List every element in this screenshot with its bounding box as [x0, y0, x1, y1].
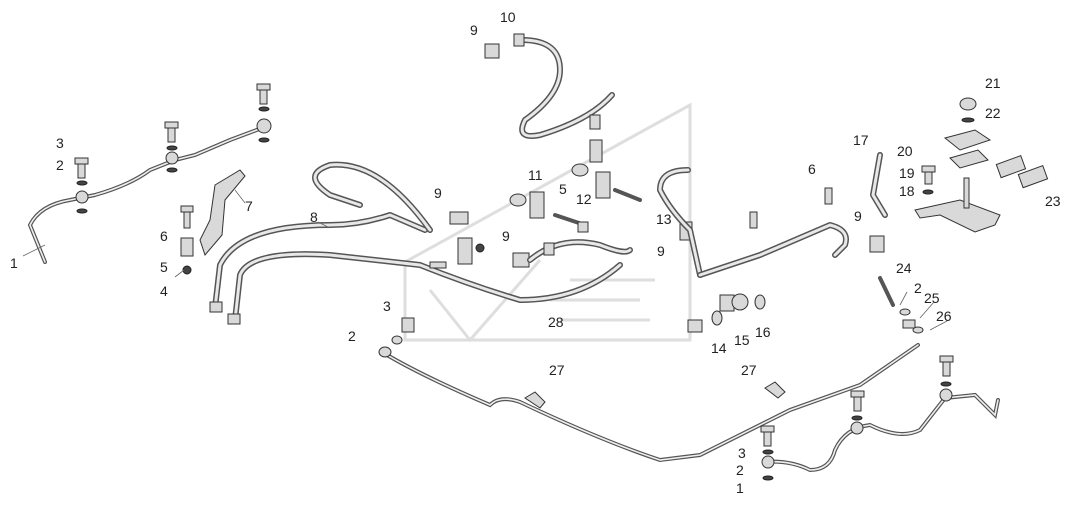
label-part-5: 5	[559, 181, 567, 197]
label-part-16: 16	[755, 324, 771, 340]
label-part-6: 6	[160, 228, 168, 244]
label-part-28: 28	[548, 314, 564, 330]
fittings-24-26	[878, 276, 924, 334]
bracket-7-group	[180, 169, 246, 275]
label-part-1: 1	[10, 255, 18, 271]
label-part-7: 7	[245, 198, 253, 214]
label-part-9: 9	[854, 208, 862, 224]
label-part-2: 2	[736, 462, 744, 478]
bottom-right-pipe	[760, 355, 1000, 481]
label-part-17: 17	[853, 132, 869, 148]
label-part-1: 1	[736, 480, 744, 496]
label-part-27: 27	[549, 362, 565, 378]
label-part-18: 18	[899, 183, 915, 199]
center-fittings	[429, 163, 693, 269]
label-part-9: 9	[657, 243, 665, 259]
label-part-6: 6	[808, 161, 816, 177]
label-part-24: 24	[896, 260, 912, 276]
right-pipe-assembly	[657, 167, 885, 333]
label-part-11: 11	[528, 167, 543, 183]
pipe-8	[209, 161, 623, 325]
label-part-2: 2	[348, 328, 356, 344]
label-part-21: 21	[985, 75, 1001, 91]
label-part-5: 5	[160, 259, 168, 275]
bolts-group-left	[74, 83, 271, 214]
label-part-9: 9	[502, 228, 510, 244]
label-part-10: 10	[500, 9, 516, 25]
label-part-3: 3	[738, 445, 746, 461]
label-part-22: 22	[985, 105, 1001, 121]
label-part-9: 9	[434, 185, 442, 201]
label-part-26: 26	[936, 308, 952, 324]
label-part-20: 20	[897, 143, 913, 159]
label-part-12: 12	[576, 191, 592, 207]
label-part-3: 3	[56, 135, 64, 151]
label-part-23: 23	[1045, 193, 1061, 209]
label-part-4: 4	[160, 283, 168, 299]
label-part-27: 27	[741, 362, 757, 378]
label-part-19: 19	[899, 165, 915, 181]
leader-lines	[22, 189, 948, 331]
label-part-8: 8	[310, 209, 318, 225]
label-part-2: 2	[56, 157, 64, 173]
pipe-10	[484, 33, 615, 163]
bottom-line	[378, 317, 920, 463]
label-part-14: 14	[711, 340, 727, 356]
label-part-25: 25	[924, 290, 940, 306]
label-part-3: 3	[383, 298, 391, 314]
label-part-13: 13	[656, 211, 672, 227]
label-part-9: 9	[470, 22, 478, 38]
pipe-17-bracket-18	[870, 97, 1049, 233]
left-clamp-pipe	[27, 118, 272, 264]
label-part-15: 15	[734, 332, 750, 348]
label-part-2: 2	[914, 280, 922, 296]
watermark-logo	[403, 102, 692, 343]
